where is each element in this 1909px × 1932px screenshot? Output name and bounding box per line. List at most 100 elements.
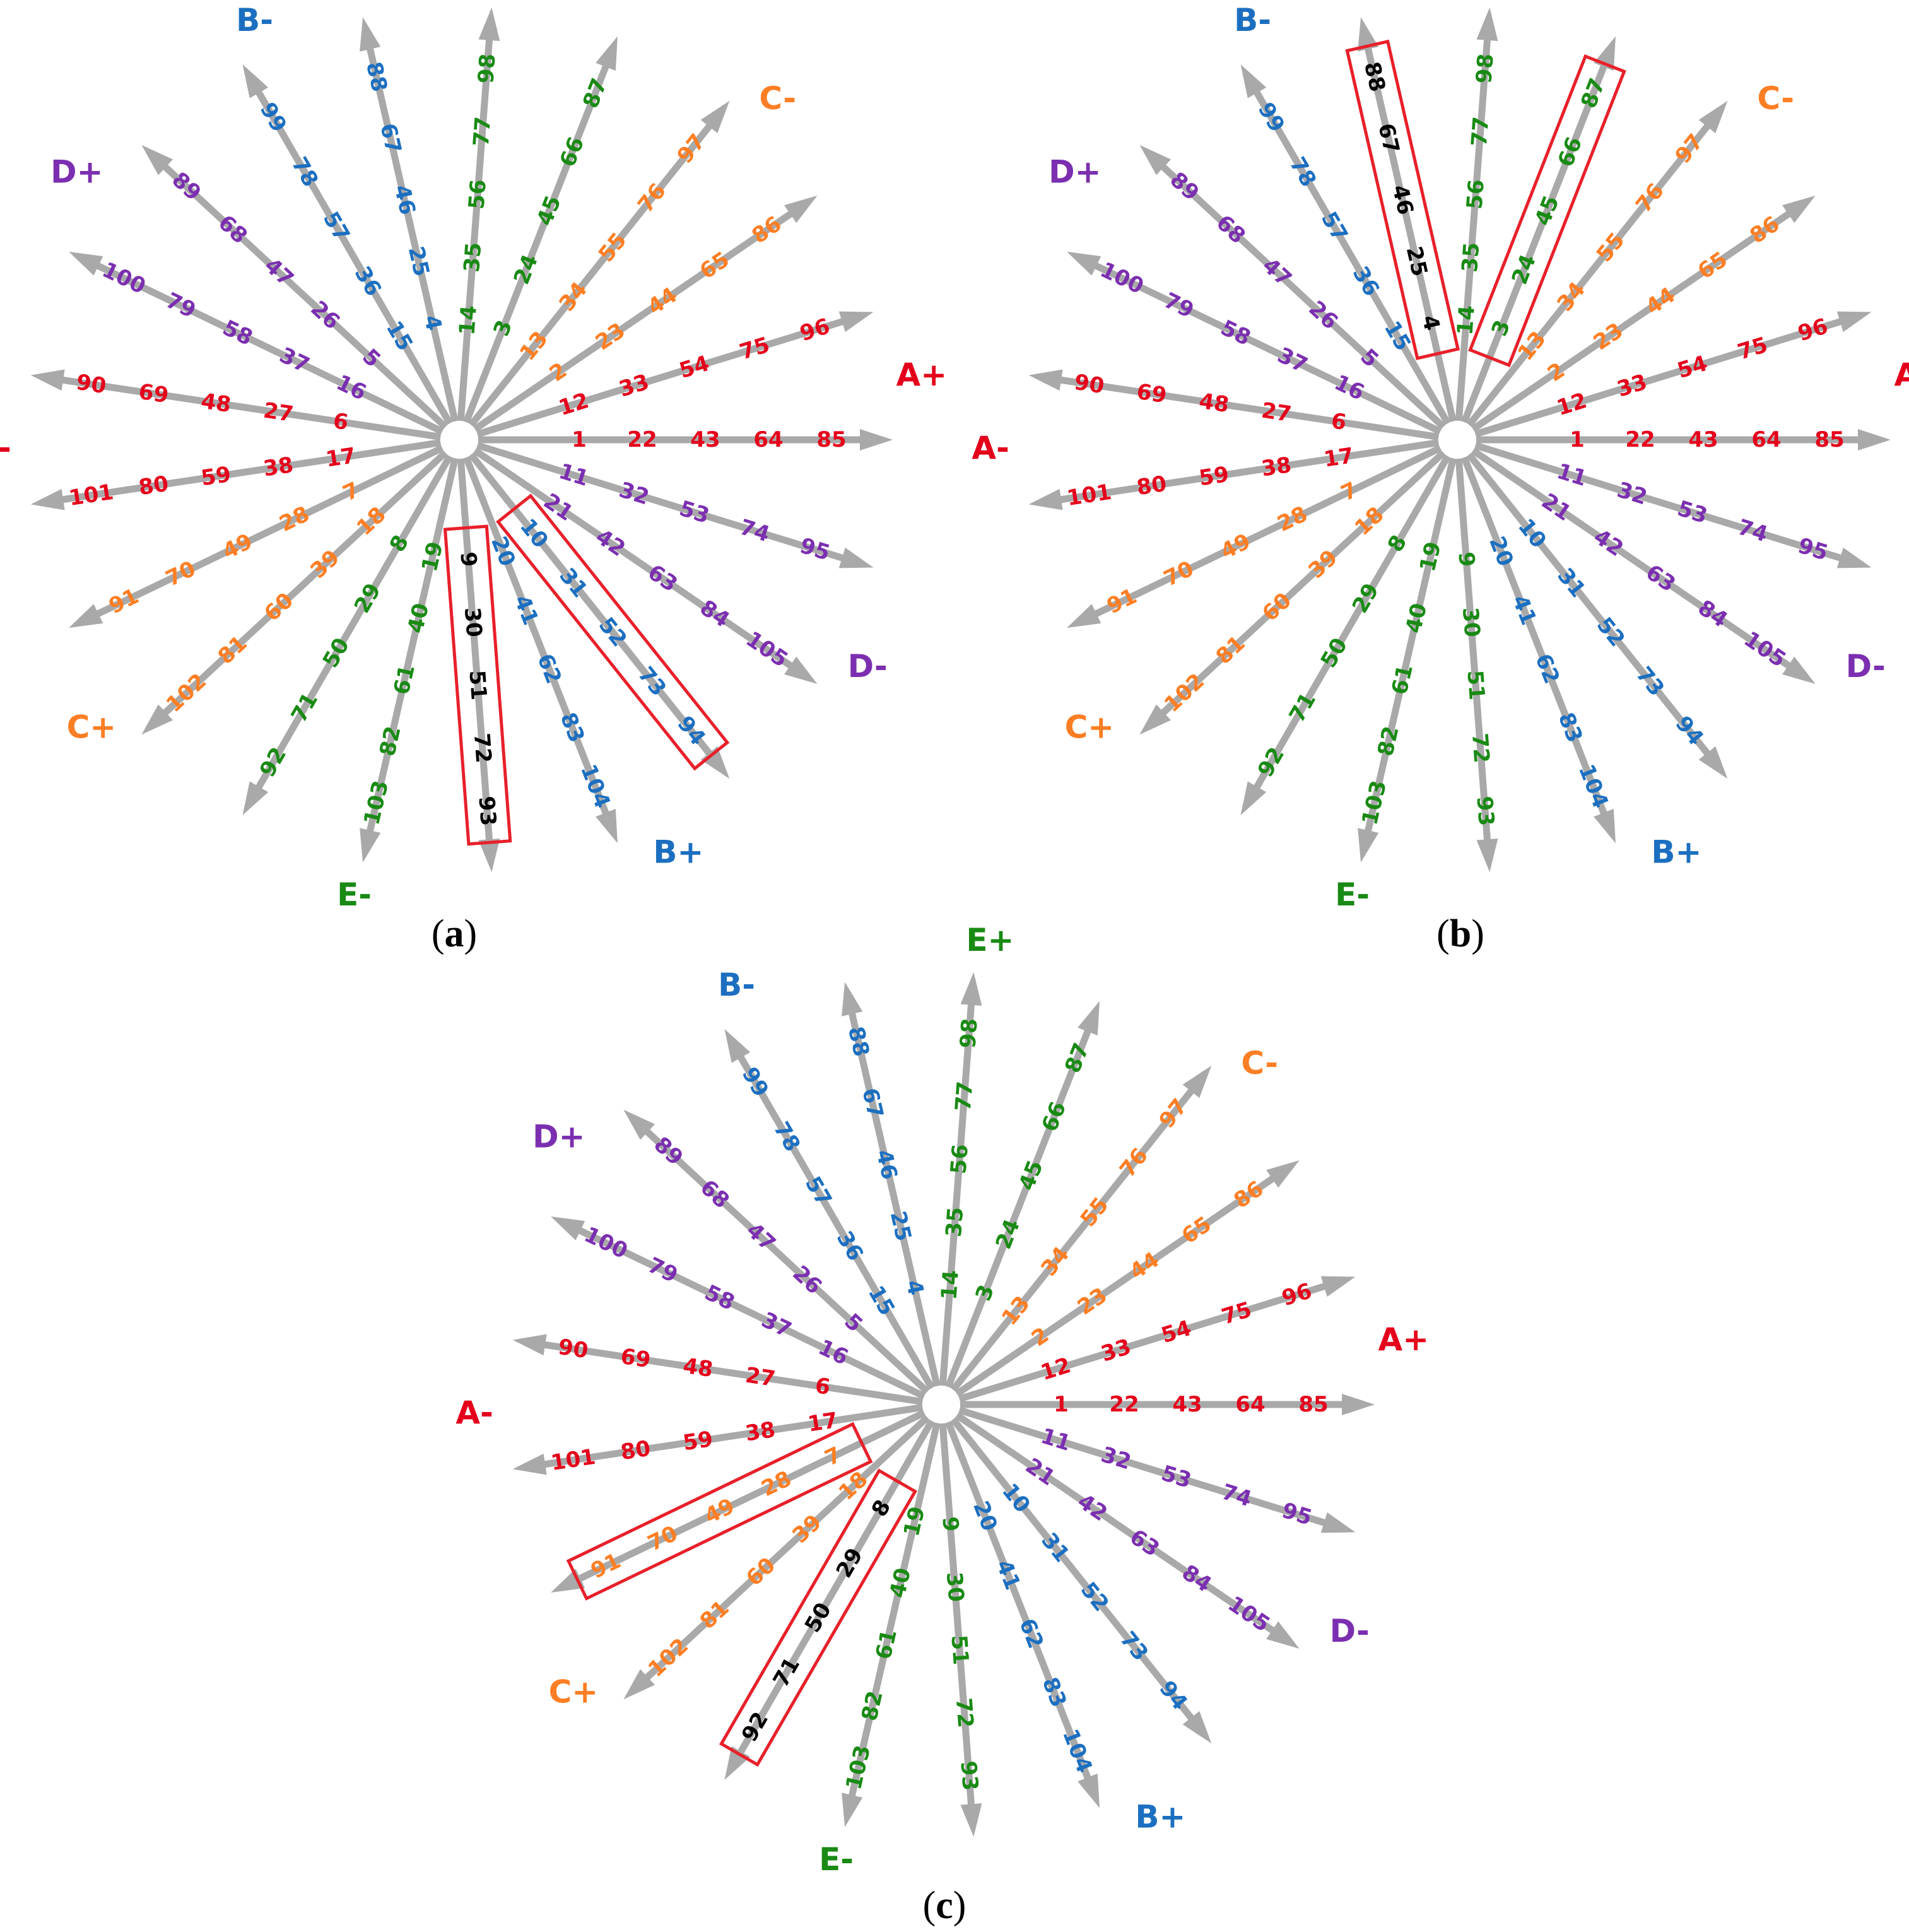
ray-number: 22 <box>627 427 657 452</box>
zone-label: D- <box>848 648 888 685</box>
ray-number: 4 <box>1417 313 1445 333</box>
ray-number: 48 <box>199 389 233 418</box>
ray-number: 66 <box>1037 1099 1072 1136</box>
ray-number: 82 <box>1373 724 1404 758</box>
ray-number: 54 <box>1674 351 1710 384</box>
ray-arrowhead <box>1139 704 1172 735</box>
ray-number: 32 <box>1098 1442 1134 1475</box>
ray-line <box>457 33 493 421</box>
ray-number: 30 <box>941 1571 968 1603</box>
zone-label: B- <box>1234 2 1271 38</box>
ray-number: 87 <box>578 74 613 112</box>
ray-number: 16 <box>1330 370 1368 406</box>
ray-line <box>476 442 849 563</box>
ray-arrowhead <box>551 1569 585 1593</box>
ray-number: 41 <box>1507 592 1542 629</box>
ray-number: 59 <box>1197 462 1231 492</box>
ray-number: 57 <box>1316 208 1353 246</box>
ray-18 <box>950 1417 1212 1744</box>
ray-number: 103 <box>841 1743 876 1792</box>
ray-19 <box>1471 447 1816 685</box>
ray-arrowhead <box>1139 144 1172 175</box>
ray-line <box>91 445 444 620</box>
ray-number: 11 <box>1038 1423 1074 1456</box>
ray-line <box>573 1225 926 1399</box>
ray-number: 83 <box>1037 1674 1072 1711</box>
ray-line <box>1363 42 1457 422</box>
ray-19 <box>473 447 818 685</box>
ray-arrowhead <box>1836 547 1872 568</box>
ray-16 <box>939 1423 982 1837</box>
ray-number: 6 <box>1329 408 1348 435</box>
ray-line <box>538 1404 924 1469</box>
ray-9 <box>69 251 444 435</box>
ray-number: 7 <box>339 477 363 506</box>
ray-3 <box>950 1065 1212 1392</box>
ray-number: 64 <box>753 427 783 452</box>
ray-arrowhead <box>512 1334 547 1356</box>
ray-number: 61 <box>871 1627 902 1662</box>
ray-number: 83 <box>555 709 590 746</box>
ray-number: 64 <box>1751 427 1781 452</box>
zone-label: A+ <box>1894 356 1909 393</box>
ray-number: 79 <box>162 288 200 324</box>
ray-number: 96 <box>1279 1278 1315 1311</box>
ray-arrowhead <box>838 311 874 333</box>
ray-number: 25 <box>885 1209 917 1244</box>
caption-b: (b) <box>1436 912 1484 955</box>
ray-5 <box>457 7 500 421</box>
ray-arrowhead <box>69 604 103 628</box>
ray-line <box>944 1420 1093 1785</box>
ray-arrowhead <box>1028 369 1063 391</box>
ray-number: 27 <box>744 1362 777 1392</box>
ray-arrowhead <box>1358 828 1379 863</box>
ray-arrowhead <box>478 838 500 873</box>
ray-number: 33 <box>1614 369 1650 402</box>
ray-arrowhead <box>141 144 173 175</box>
ray-line <box>468 452 716 760</box>
ray-arrowhead <box>242 64 269 98</box>
zone-label: B- <box>236 2 273 38</box>
ray-number: 17 <box>1322 443 1356 473</box>
ray-14 <box>724 1419 935 1780</box>
ray-line <box>847 1422 941 1803</box>
ray-number: 62 <box>1014 1615 1048 1652</box>
ray-number: 19 <box>1415 539 1447 574</box>
zone-label: B+ <box>1135 1798 1185 1835</box>
ray-number: 69 <box>137 379 170 409</box>
ray-number: 38 <box>744 1417 777 1447</box>
ray-number: 67 <box>857 1086 888 1121</box>
ray-5 <box>1455 7 1498 421</box>
ray-5 <box>939 972 982 1386</box>
zone-label: D- <box>1846 648 1886 685</box>
ray-number: 99 <box>255 98 291 137</box>
ray-6 <box>842 982 941 1387</box>
ray-number: 1 <box>1054 1392 1069 1417</box>
ray-line <box>944 1024 1093 1389</box>
ray-number: 98 <box>473 53 500 85</box>
ray-line <box>91 260 444 435</box>
ray-1 <box>476 311 874 438</box>
ray-number: 46 <box>389 182 420 217</box>
ray-line <box>1474 442 1847 563</box>
ray-line <box>538 1340 924 1405</box>
ray-number: 83 <box>1553 709 1588 746</box>
ray-number: 22 <box>1625 427 1655 452</box>
highlight-box <box>1345 39 1460 360</box>
ray-line <box>939 1423 975 1811</box>
ray-18 <box>1466 452 1728 779</box>
caption-b-letter: b <box>1450 912 1471 955</box>
ray-number: 61 <box>389 663 420 697</box>
ray-15 <box>842 1422 941 1827</box>
ray-number: 87 <box>1576 74 1611 112</box>
zone-label: C- <box>759 80 796 117</box>
ray-arrowhead <box>551 1216 585 1240</box>
ray-number: 46 <box>871 1147 902 1182</box>
ray-11 <box>30 439 442 510</box>
